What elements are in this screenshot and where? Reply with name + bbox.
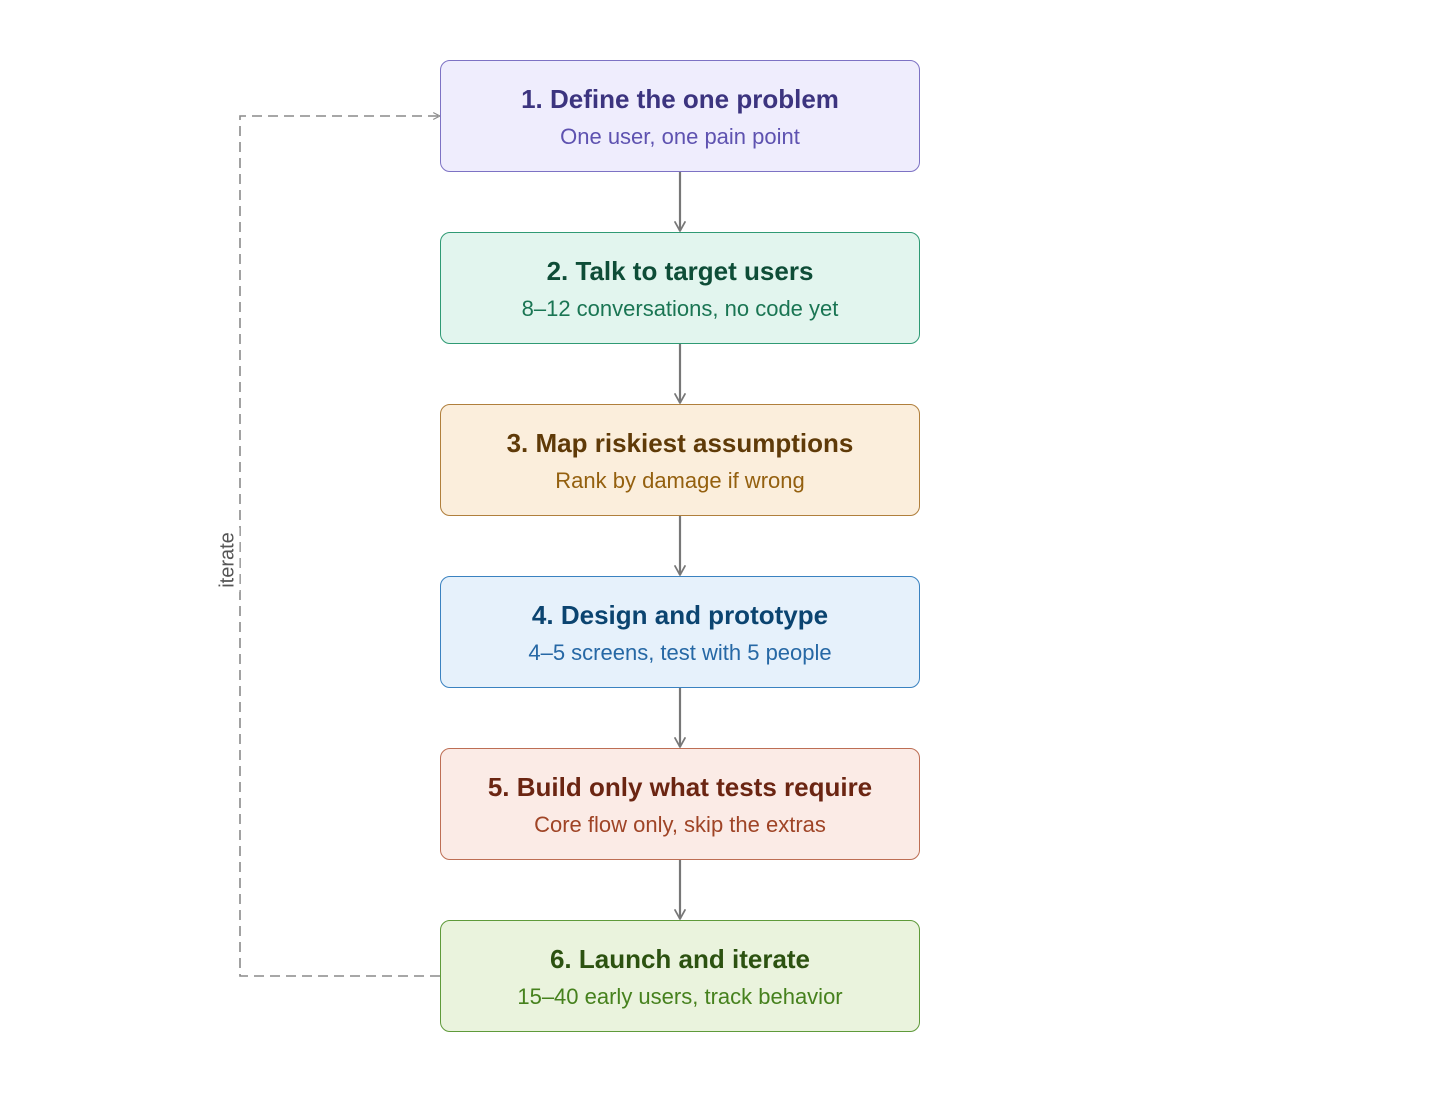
step-build-required: 5. Build only what tests require Core fl… (440, 748, 920, 860)
step-design-prototype: 4. Design and prototype 4–5 screens, tes… (440, 576, 920, 688)
step-subtitle: 8–12 conversations, no code yet (521, 296, 839, 321)
step-subtitle: 4–5 screens, test with 5 people (528, 640, 832, 665)
step-subtitle: One user, one pain point (560, 124, 800, 149)
step-title: 4. Design and prototype (531, 600, 829, 630)
step-talk-to-users: 2. Talk to target users 8–12 conversatio… (440, 232, 920, 344)
iterate-loop-line (239, 112, 441, 977)
step-define-problem: 1. Define the one problem One user, one … (440, 60, 920, 172)
step-subtitle: Rank by damage if wrong (555, 468, 805, 493)
step-subtitle: Core flow only, skip the extras (534, 812, 826, 837)
step-title: 2. Talk to target users (546, 256, 814, 286)
step-map-assumptions: 3. Map riskiest assumptions Rank by dama… (440, 404, 920, 516)
step-title: 1. Define the one problem (521, 84, 839, 114)
step-title: 6. Launch and iterate (549, 944, 811, 974)
step-subtitle: 15–40 early users, track behavior (517, 984, 843, 1009)
iterate-loop-label: iterate (216, 528, 240, 592)
step-launch-iterate: 6. Launch and iterate 15–40 early users,… (440, 920, 920, 1032)
step-title: 3. Map riskiest assumptions (506, 428, 854, 458)
step-title: 5. Build only what tests require (487, 772, 873, 802)
